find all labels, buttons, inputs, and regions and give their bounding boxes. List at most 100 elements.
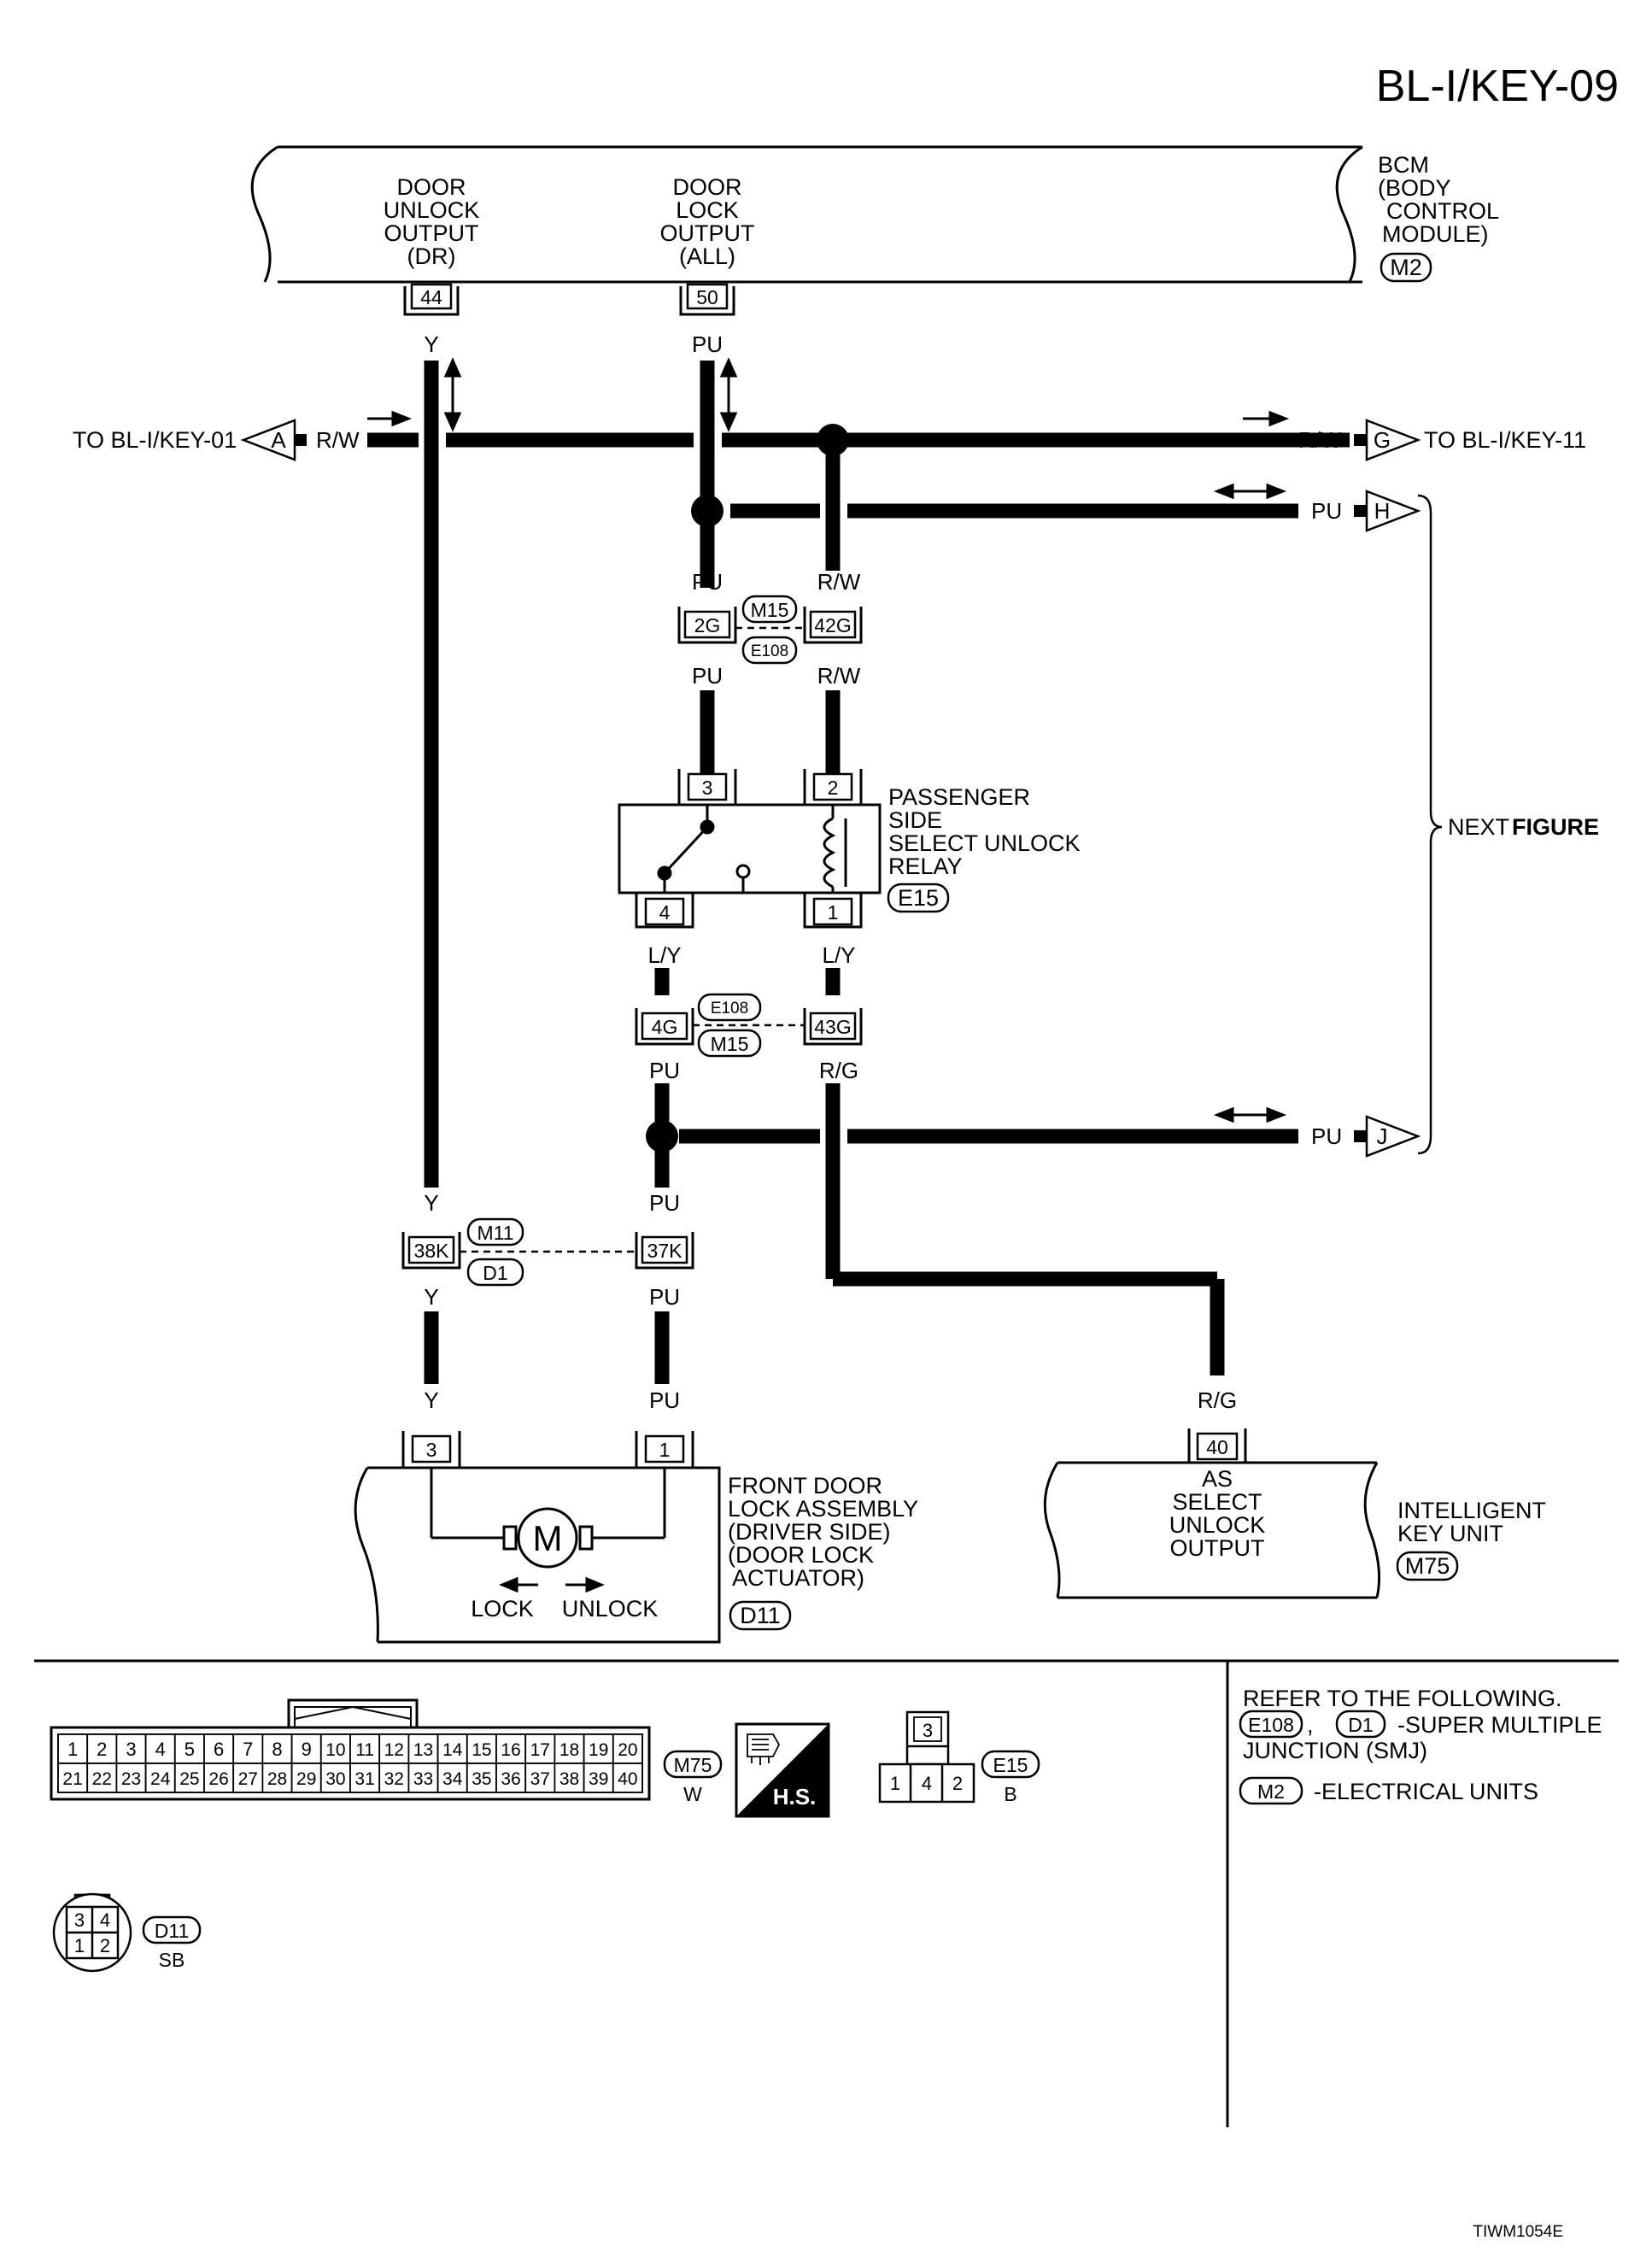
svg-text:2: 2: [952, 1773, 963, 1794]
svg-text:PU: PU: [649, 1058, 680, 1083]
svg-text:CONTROL: CONTROL: [1386, 198, 1499, 224]
m75-pin-number: 36: [501, 1769, 520, 1789]
svg-text:DOOR: DOOR: [397, 174, 466, 200]
svg-text:40: 40: [1206, 1436, 1228, 1458]
m75-pin-number: 7: [243, 1739, 253, 1760]
svg-text:M15: M15: [751, 599, 789, 621]
relay-name: PASSENGER SIDE SELECT UNLOCK RELAY: [888, 784, 1081, 879]
svg-text:H: H: [1374, 498, 1391, 524]
m75-pin-cell: [232, 1733, 264, 1764]
svg-text:E108: E108: [711, 1000, 748, 1018]
svg-text:3: 3: [702, 777, 713, 799]
svg-text:4: 4: [100, 1909, 110, 1931]
svg-text:3: 3: [923, 1720, 933, 1741]
svg-text:PU: PU: [649, 1190, 680, 1216]
m75-pin-cell: [144, 1733, 176, 1764]
joint-mid-badge-a: E108: [697, 993, 762, 1022]
m75-pin-number: 40: [618, 1769, 637, 1789]
svg-text:KEY UNIT: KEY UNIT: [1397, 1521, 1503, 1546]
joint-mid-left-pin: 4G: [635, 1008, 694, 1046]
m75-pin-cell: [436, 1733, 468, 1764]
e15-label-badge: E15 B: [981, 1750, 1040, 1805]
svg-text:SIDE: SIDE: [888, 807, 942, 833]
key-unit-pin-40: 40: [1187, 1428, 1247, 1464]
figure-code: TIWM1054E: [1473, 2223, 1563, 2241]
offpage-h: H: [1354, 490, 1421, 532]
hs-badge: H.S.: [735, 1722, 830, 1818]
m75-pin-cell: [495, 1763, 527, 1793]
relay-switch-symbol: [657, 805, 751, 893]
svg-text:-ELECTRICAL UNITS: -ELECTRICAL UNITS: [1314, 1779, 1538, 1804]
svg-text:43G: 43G: [814, 1016, 851, 1038]
svg-text:PASSENGER: PASSENGER: [888, 784, 1030, 810]
refer-smj-row: E108 , D1 -SUPER MULTIPLE JUNCTION (SMJ): [1239, 1710, 1602, 1763]
svg-text:E108: E108: [751, 642, 788, 660]
svg-text:3: 3: [426, 1439, 437, 1461]
m75-pin-number: 21: [62, 1769, 82, 1789]
m75-pin-cell: [436, 1763, 468, 1793]
m75-pin-number: 25: [179, 1769, 199, 1789]
svg-text:G: G: [1374, 427, 1391, 453]
svg-text:UNLOCK: UNLOCK: [384, 197, 480, 223]
m75-pin-cell: [290, 1763, 322, 1793]
svg-text:R/G: R/G: [1198, 1387, 1237, 1413]
bcm-module: [250, 145, 1363, 284]
svg-text:E108: E108: [1248, 1714, 1294, 1736]
bcm-unlock-label: DOOR UNLOCK OUTPUT (DR): [384, 174, 480, 269]
m75-pin-number: 23: [121, 1769, 141, 1789]
svg-text:(ALL): (ALL): [679, 243, 735, 269]
m75-pin-number: 5: [185, 1739, 195, 1760]
m75-pin-number: 18: [559, 1740, 579, 1760]
relay-connector-badge: E15: [887, 883, 950, 913]
svg-text:44: 44: [420, 286, 442, 308]
lock-label: LOCK: [471, 1596, 534, 1622]
svg-text:50: 50: [696, 286, 718, 308]
svg-text:OUTPUT: OUTPUT: [1170, 1535, 1265, 1561]
signal-arrows: [367, 357, 1290, 1123]
joint-low-badge-b: D1: [466, 1258, 524, 1287]
offpage-g: G TO BL-I/KEY-11: [1354, 419, 1586, 461]
m75-pin-number: 39: [589, 1769, 608, 1789]
svg-text:Y: Y: [424, 331, 438, 357]
svg-text:Y: Y: [424, 1284, 438, 1310]
svg-text:4: 4: [659, 901, 671, 924]
svg-text:D1: D1: [483, 1262, 507, 1284]
svg-text:M75: M75: [674, 1754, 712, 1776]
relay-body: [618, 803, 882, 894]
svg-text:W: W: [683, 1783, 702, 1805]
key-unit-connector-badge: M75: [1396, 1551, 1459, 1581]
svg-text:UNLOCK: UNLOCK: [1169, 1512, 1266, 1538]
joint-low-right-pin: 37K: [635, 1232, 694, 1270]
bcm-title: BCM (BODY CONTROL MODULE): [1378, 152, 1499, 247]
m75-pin-number: 33: [413, 1769, 433, 1789]
relay-pin-4: 4: [635, 893, 694, 929]
bcm-lock-label: DOOR LOCK OUTPUT (ALL): [660, 174, 755, 269]
svg-text:E15: E15: [898, 885, 939, 911]
svg-text:1: 1: [828, 901, 839, 924]
svg-text:M15: M15: [711, 1033, 749, 1055]
m75-pin-number: 38: [559, 1769, 579, 1789]
e15-connector-face: 3 1 4 2: [878, 1710, 975, 1804]
m75-pin-number: 31: [354, 1769, 374, 1789]
m75-pin-cell: [349, 1763, 381, 1793]
svg-text:(DR): (DR): [407, 243, 456, 269]
svg-text:L/Y: L/Y: [822, 942, 855, 968]
m75-pin-number: 13: [413, 1740, 433, 1760]
svg-text:R/G: R/G: [819, 1058, 858, 1083]
m75-pin-cell: [232, 1763, 264, 1793]
svg-text:SELECT: SELECT: [1172, 1489, 1262, 1515]
joint-mid-badge-b: M15: [697, 1029, 762, 1058]
svg-text:(DRIVER SIDE): (DRIVER SIDE): [728, 1519, 891, 1545]
relay-pin-2: 2: [803, 769, 863, 806]
relay-pin-3: 3: [677, 769, 737, 806]
d11-label-badge: D11 SB: [142, 1915, 202, 1971]
svg-text:AS: AS: [1202, 1466, 1233, 1492]
svg-text:38K: 38K: [414, 1240, 450, 1262]
svg-text:SB: SB: [159, 1949, 185, 1971]
m75-pin-number: 28: [267, 1769, 287, 1789]
m75-label-badge: M75 W: [663, 1750, 723, 1805]
svg-text:Y: Y: [424, 1387, 438, 1413]
m75-pin-number: 1: [67, 1739, 78, 1760]
